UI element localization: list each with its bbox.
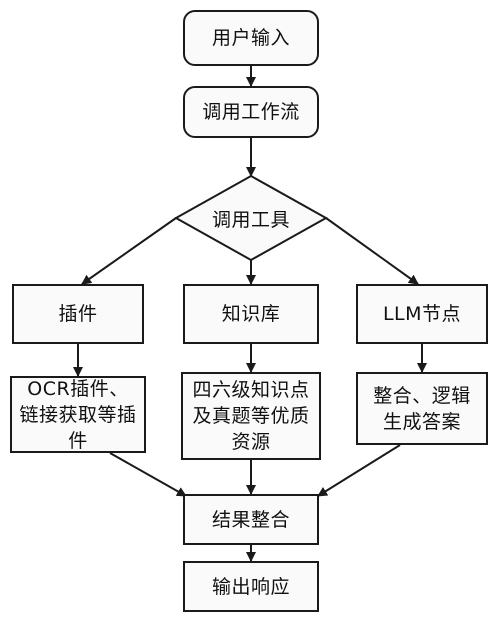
- plugin-detail-label: OCR插件、链接获取等插件: [19, 377, 137, 452]
- call-workflow-node: 调用工作流: [183, 86, 319, 138]
- plugin-label: 插件: [58, 303, 98, 325]
- output-response-label: 输出响应: [211, 575, 290, 598]
- call-workflow-label: 调用工作流: [202, 101, 300, 123]
- knowledge-base-label: 知识库: [221, 303, 281, 325]
- knowledge-base-detail-node: 四六级知识点及真题等优质资源: [181, 372, 321, 460]
- merge-results-label: 结果整合: [211, 508, 290, 531]
- llm-detail-node: 整合、逻辑生成答案: [356, 372, 488, 445]
- llm-detail-label: 整合、逻辑生成答案: [373, 384, 471, 433]
- merge-results-node: 结果整合: [183, 494, 319, 545]
- llm-node: LLM节点: [356, 284, 488, 344]
- start-node: 用户输入: [183, 10, 319, 66]
- arrow-llm-detail-to-merge: [317, 444, 401, 497]
- start-label: 用户输入: [211, 27, 290, 49]
- decision-label: 调用工具: [211, 208, 290, 231]
- plugin-detail-node: OCR插件、链接获取等插件: [10, 376, 146, 453]
- output-response-node: 输出响应: [183, 561, 319, 612]
- llm-node-label: LLM节点: [382, 303, 462, 325]
- plugin-node: 插件: [12, 284, 144, 344]
- knowledge-base-node: 知识库: [183, 284, 319, 344]
- arrow-decision-to-llm: [325, 217, 419, 285]
- knowledge-base-detail-label: 四六级知识点及真题等优质资源: [192, 379, 310, 453]
- arrow-plugin-detail-to-merge: [109, 452, 187, 497]
- arrow-decision-to-plugin: [81, 217, 177, 285]
